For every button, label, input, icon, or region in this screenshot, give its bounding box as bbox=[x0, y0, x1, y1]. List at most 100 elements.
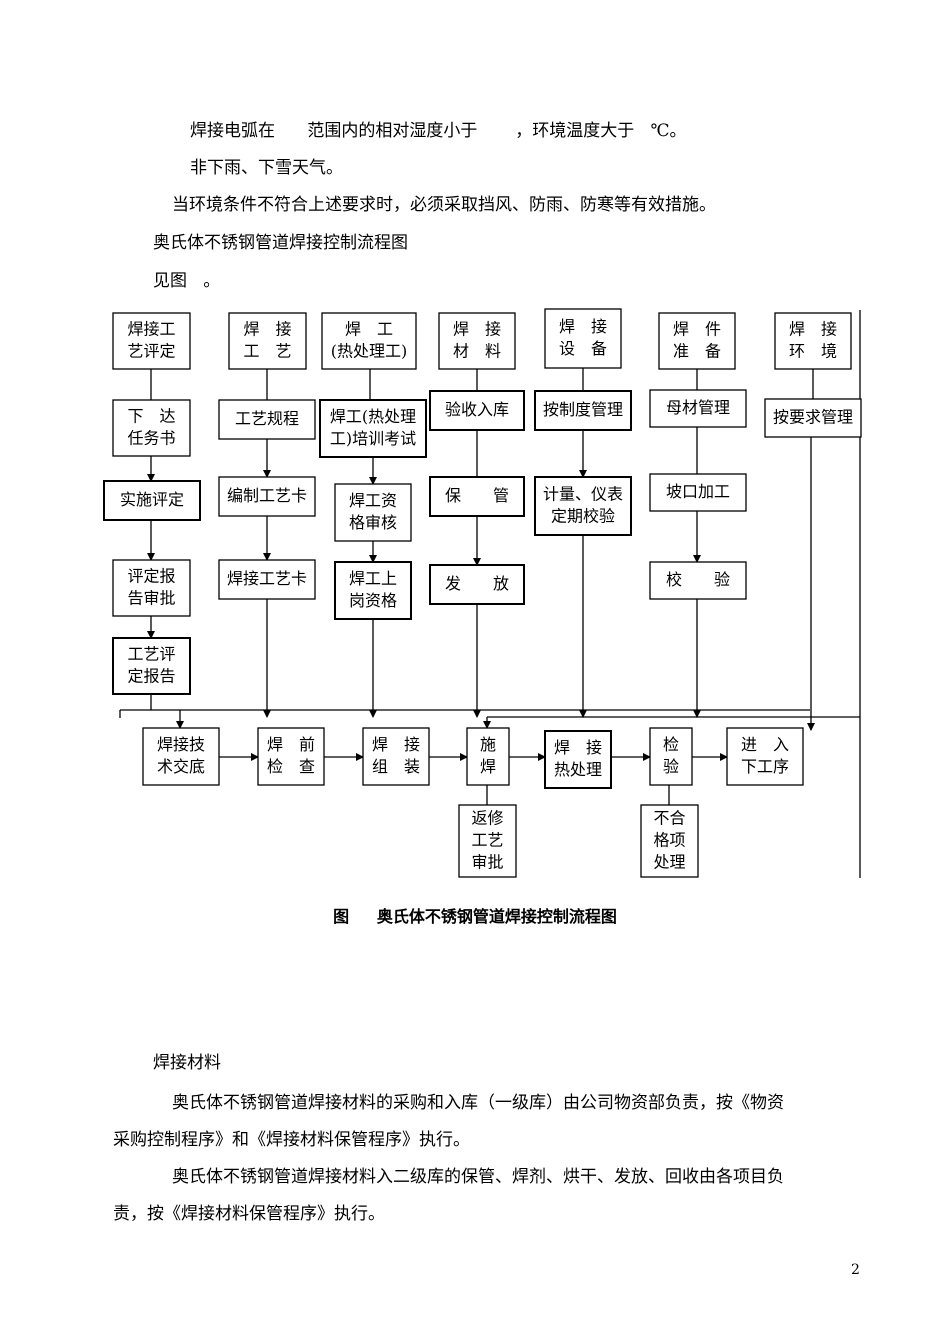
paragraph-weather: 非下雨、下雪天气。 bbox=[190, 158, 343, 178]
flowchart-node-label: 焊 接 bbox=[243, 320, 291, 339]
flowchart-node-label: 验 bbox=[663, 757, 679, 776]
flowchart-node-frame bbox=[429, 476, 525, 517]
flowchart-node-frame bbox=[429, 564, 525, 605]
flowchart-node-label: 发 放 bbox=[445, 574, 509, 593]
flowchart-node-label: 坡口加工 bbox=[666, 482, 730, 501]
flowchart-node-label: 检 bbox=[663, 735, 679, 754]
flowchart-node-frame bbox=[218, 476, 316, 517]
flowchart-node-r-2: 焊 前检 查 bbox=[257, 727, 325, 786]
flowchart-node-label: 格审核 bbox=[349, 513, 397, 532]
flowchart-node-c6-head: 焊 件准 备 bbox=[658, 312, 736, 370]
flowchart-node-label: 母材管理 bbox=[666, 398, 730, 417]
flowchart-node-label: 焊 件 bbox=[673, 320, 721, 339]
flowchart-node-frame bbox=[649, 727, 693, 786]
flowchart-node-label: 焊接工 bbox=[127, 320, 175, 339]
flowchart-node-frame bbox=[112, 312, 191, 370]
flowchart-node-c3-b2: 焊工(热处理工)培训考试 bbox=[319, 399, 427, 458]
flowchart-node-c4-head: 焊 接材 料 bbox=[438, 312, 516, 370]
flowchart-node-frame bbox=[112, 399, 191, 457]
flowchart-node-r-3: 焊 接组 装 bbox=[362, 727, 430, 786]
flowchart-node-frame bbox=[649, 389, 747, 428]
flowchart-node-c4-b4: 发 放 bbox=[429, 564, 525, 605]
figure-caption: 图 奥氏体不锈钢管道焊接控制流程图 bbox=[333, 907, 617, 926]
flowchart-node-label: 焊接技 bbox=[157, 735, 205, 754]
flowchart-node-frame bbox=[764, 398, 862, 438]
flowchart-node-frame bbox=[544, 308, 622, 369]
flowchart-node-label: 按要求管理 bbox=[773, 408, 853, 427]
flowchart-node-frame bbox=[649, 473, 747, 512]
flowchart-node-label: 工)培训考试 bbox=[330, 429, 416, 448]
page-number: 2 bbox=[851, 1262, 860, 1278]
flowchart-node-label: 焊 接 bbox=[554, 738, 602, 757]
flowchart-node-frame bbox=[142, 727, 220, 786]
paragraph-storage-line2: 责，按《焊接材料保管程序》执行。 bbox=[113, 1204, 385, 1224]
flowchart-node-frame bbox=[640, 804, 699, 878]
flowchart-node-label: 环 境 bbox=[789, 342, 837, 361]
flowchart-node-label: 计量、仪表 bbox=[543, 485, 623, 504]
flowchart-node-c3-head: 焊 工 (热处理工) bbox=[321, 312, 417, 370]
flowchart-node-label: 编制工艺卡 bbox=[227, 486, 307, 505]
flowchart-node-label: 检 查 bbox=[267, 757, 315, 776]
paragraph-see-figure: 见图 。 bbox=[153, 271, 221, 291]
flowchart-node-frame bbox=[321, 312, 417, 370]
flowchart-node-frame bbox=[458, 804, 517, 878]
paragraph-storage-line1: 奥氏体不锈钢管道焊接材料入二级库的保管、焊剂、烘干、发放、回收由各项目负 bbox=[172, 1167, 784, 1187]
flowchart-node-label: 工 艺 bbox=[243, 342, 291, 361]
flowchart-node-frame bbox=[438, 312, 516, 370]
flowchart-node-frame bbox=[544, 730, 612, 789]
flowchart-node-label: 焊 接 bbox=[559, 317, 607, 336]
flowchart-node-frame bbox=[362, 727, 430, 786]
flowchart-node-frame bbox=[429, 390, 525, 431]
flowchart-node-label: 任务书 bbox=[127, 429, 175, 448]
flowchart-node-label: (热处理工) bbox=[331, 342, 408, 361]
flowchart-node-r-4: 施焊 bbox=[466, 727, 510, 786]
flowchart-node-label: 焊工上 bbox=[349, 569, 397, 588]
flowchart-node-r-6: 检验 bbox=[649, 727, 693, 786]
flowchart-node-c2-head: 焊 接工 艺 bbox=[228, 312, 307, 370]
flowchart-node-c7-b2: 按要求管理 bbox=[764, 398, 862, 438]
flowchart-node-frame bbox=[726, 727, 804, 786]
paragraph-procurement-line2: 采购控制程序》和《焊接材料保管程序》执行。 bbox=[113, 1130, 470, 1150]
flowchart-node-frame bbox=[658, 312, 736, 370]
flowchart-node-label: 校 验 bbox=[666, 570, 730, 589]
flowchart-node-label: 工艺评 bbox=[127, 645, 175, 664]
flowchart-node-c5-b2: 按制度管理 bbox=[534, 390, 632, 431]
paragraph-measures: 当环境条件不符合上述要求时，必须采取挡风、防雨、防寒等有效措施。 bbox=[172, 195, 716, 215]
flowchart-node-label: 焊工(热处理 bbox=[330, 407, 416, 426]
flowchart-node-label: 焊 工 bbox=[345, 320, 393, 339]
flowchart-node-label: 施 bbox=[480, 735, 496, 754]
flowchart-node-frame bbox=[112, 559, 191, 617]
flowchart-node-c4-b2: 验收入库 bbox=[429, 390, 525, 431]
flowchart-node-c7-head: 焊 接环 境 bbox=[774, 312, 852, 370]
flowchart-node-c5-head: 焊 接设 备 bbox=[544, 308, 622, 369]
flowchart-node-label: 定期校验 bbox=[551, 507, 615, 526]
flowchart-connectors bbox=[119, 310, 861, 878]
flowchart-node-c1-b3: 实施评定 bbox=[103, 480, 201, 521]
flowchart-node-frame bbox=[257, 727, 325, 786]
flowchart-node-label: 焊 接 bbox=[372, 735, 420, 754]
flowchart-node-label: 焊接工艺卡 bbox=[227, 569, 307, 588]
flowchart-node-label: 焊工资 bbox=[349, 491, 397, 510]
flowchart-node-label: 岗资格 bbox=[349, 591, 397, 610]
flowchart-node-label: 返修 bbox=[471, 809, 503, 828]
flowchart-node-frame bbox=[774, 312, 852, 370]
flowchart-node-label: 工艺 bbox=[471, 831, 503, 850]
flowchart-node-c2-b2: 工艺规程 bbox=[218, 399, 316, 440]
flowchart-node-frame bbox=[218, 559, 316, 600]
flowchart-node-c2-b4: 焊接工艺卡 bbox=[218, 559, 316, 600]
section-heading-materials: 焊接材料 bbox=[153, 1053, 221, 1073]
flowchart-node-label: 准 备 bbox=[673, 342, 721, 361]
flowchart-node-frame bbox=[103, 480, 201, 521]
flowchart-node-label: 不合 bbox=[653, 809, 685, 828]
flowchart-node-frame bbox=[466, 727, 510, 786]
flowchart-node-frame bbox=[534, 476, 632, 536]
flowchart-node-label: 焊 bbox=[480, 757, 496, 776]
flowchart-node-label: 按制度管理 bbox=[543, 400, 623, 419]
flowchart-node-frame bbox=[649, 561, 747, 600]
